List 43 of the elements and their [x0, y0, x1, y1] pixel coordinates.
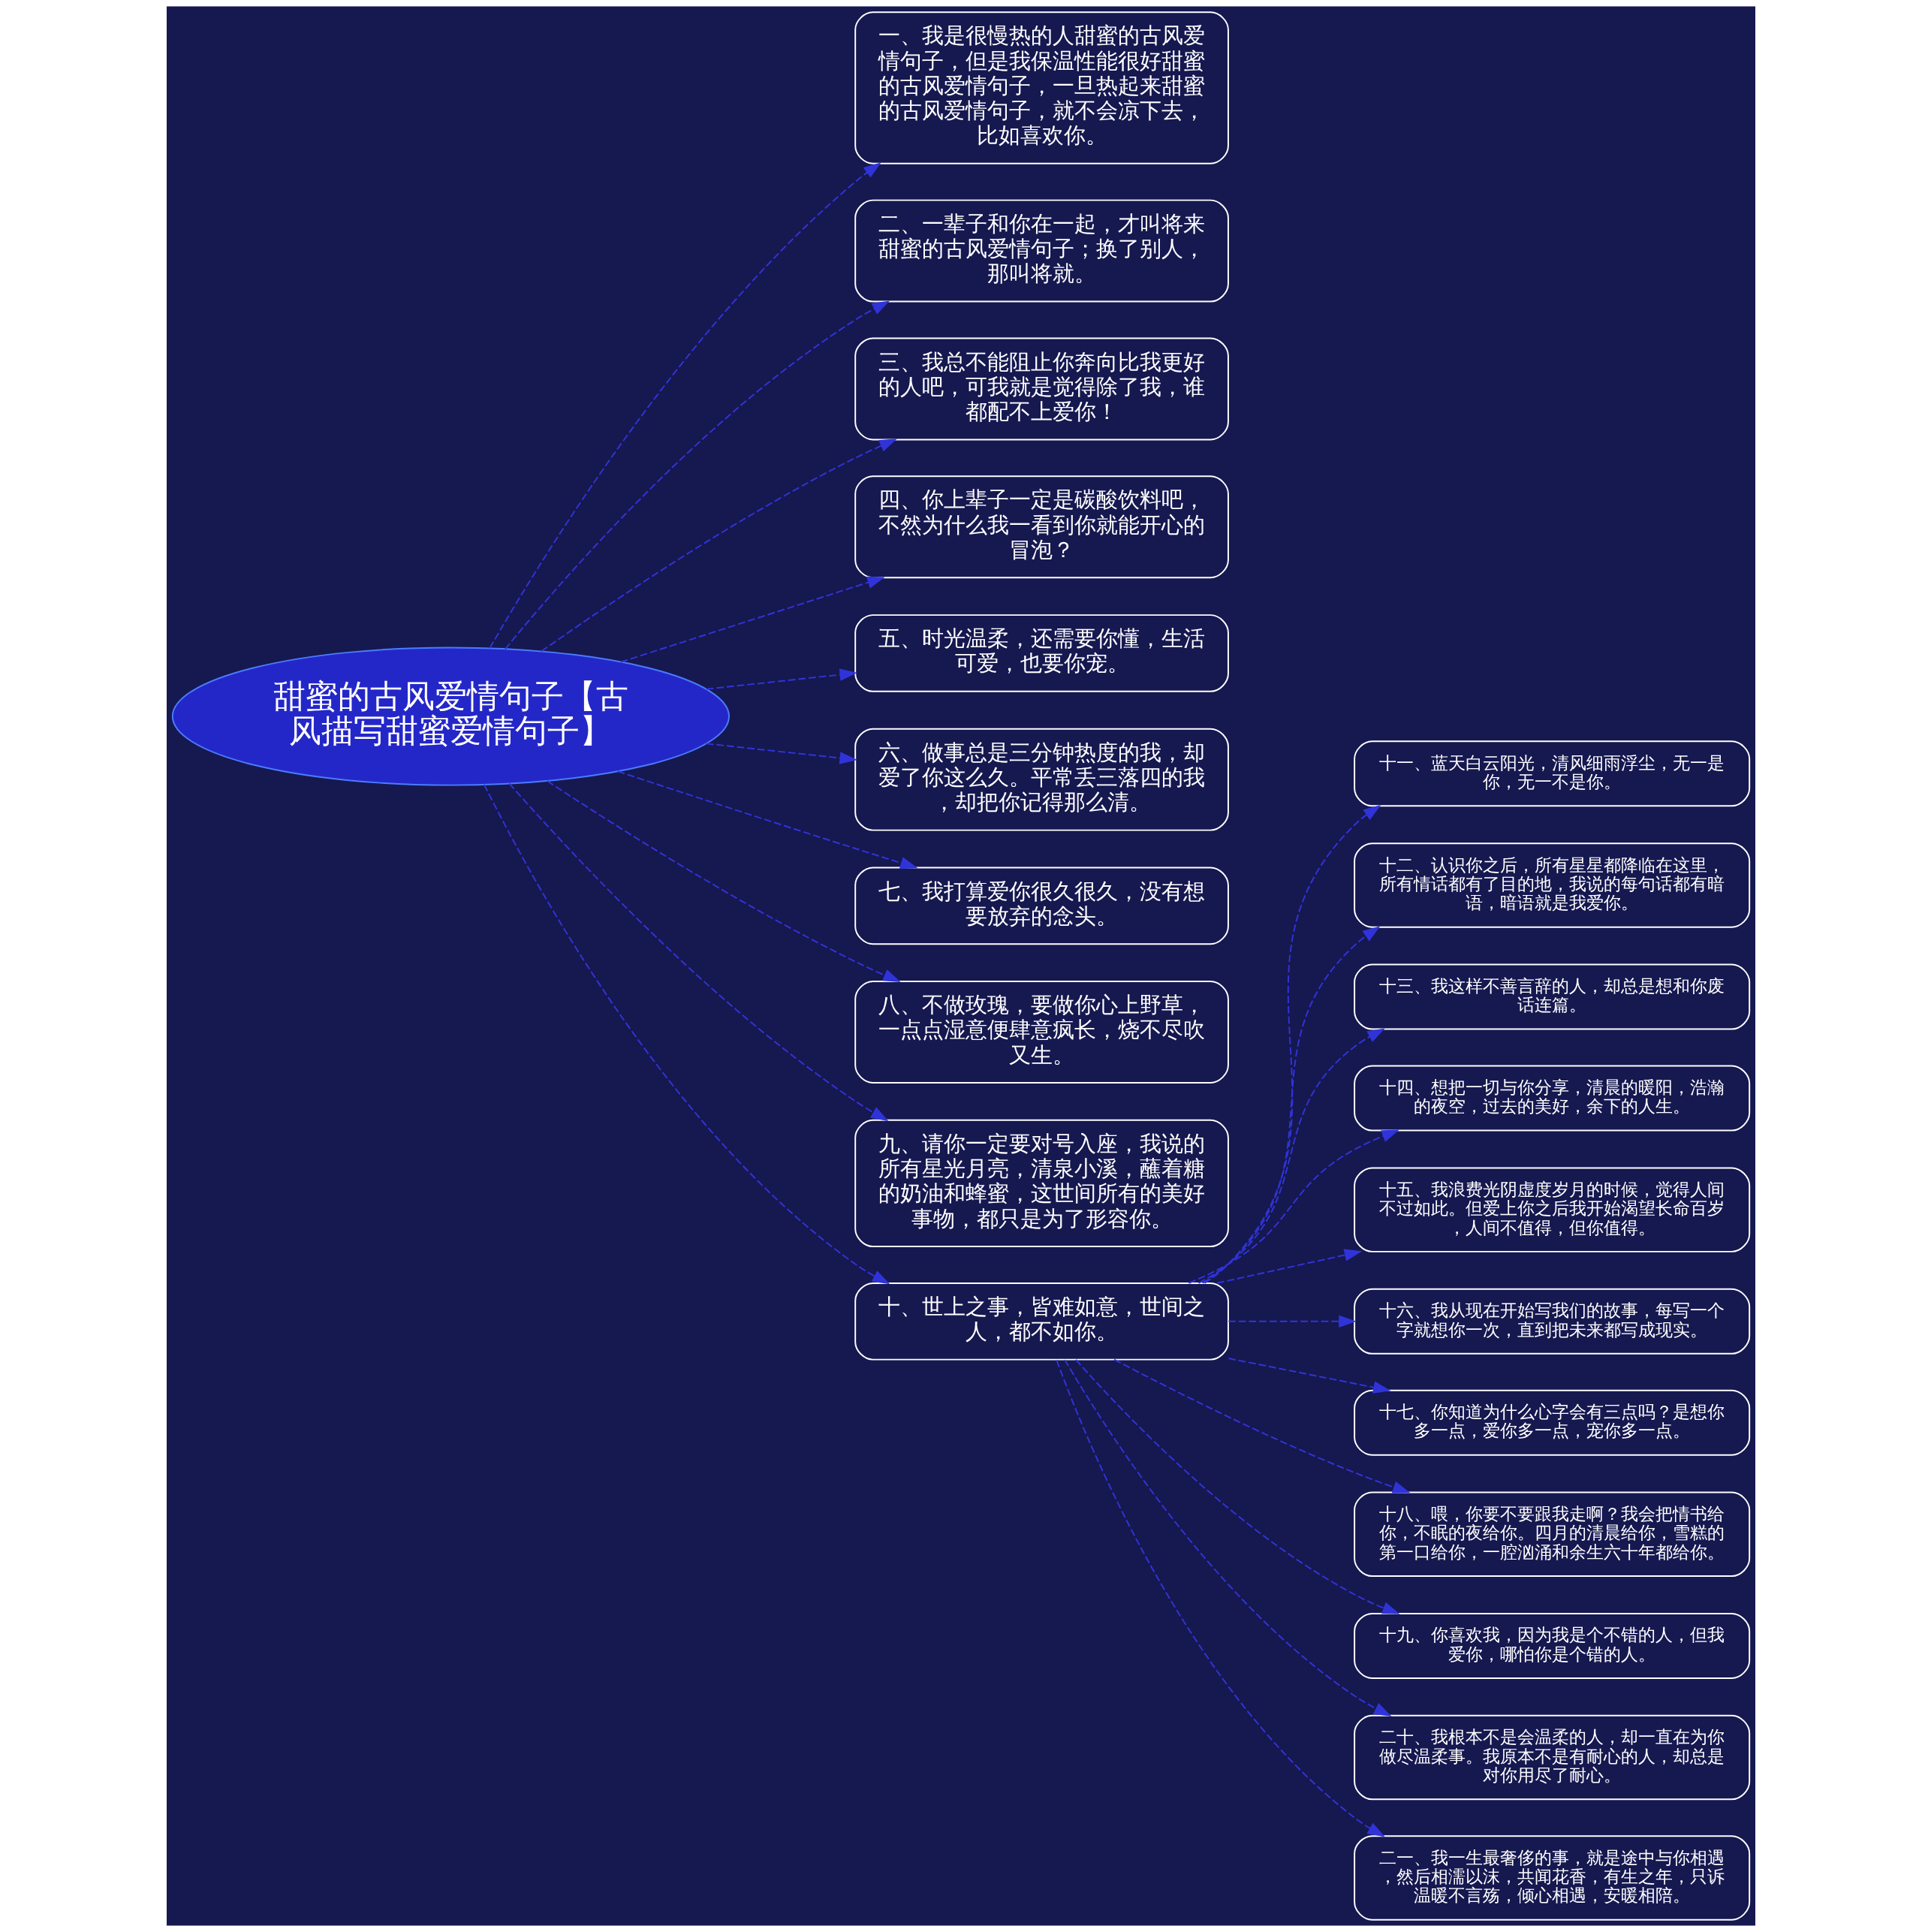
arrow [483, 783, 890, 1285]
node-box: 七、我打算爱你很久很久，没有想要放弃的念头。 [854, 867, 1229, 945]
arrow [1197, 1028, 1385, 1284]
node-box: 十二、认识你之后，所有星星都降临在这里，所有情话都有了目的地，我说的每句话都有暗语，暗语就是我爱你。 [1354, 842, 1751, 928]
arrow [1216, 1249, 1363, 1284]
arrow [705, 743, 857, 764]
node-box: 九、请你一定要对号入座，我说的所有星光月亮，清泉小溪，蘸着糖的奶油和蜂蜜，这世间所有的美好事物，都只是为了形容你。 [854, 1119, 1229, 1247]
node-box: 十六、我从现在开始写我们的故事，每写一个字就想你一次，直到把未来都写成现实。 [1354, 1288, 1751, 1355]
node-box: 八、不做玫瑰，要做你心上野草，一点点湿意便肆意疯长，烧不尽吹又生。 [854, 981, 1229, 1084]
node-box: 三、我总不能阻止你奔向比我更好的人吧，可我就是觉得除了我，谁都配不上爱你！ [854, 337, 1229, 441]
arrow [1113, 1358, 1411, 1493]
arrow [1228, 1358, 1391, 1394]
arrow [616, 770, 918, 870]
arrow [541, 439, 897, 653]
node-box: 五、时光温柔，还需要你懂，生活可爱，也要你宠。 [854, 614, 1229, 692]
arrow [504, 300, 890, 650]
node-box: 二、一辈子和你在一起，才叫将来甜蜜的古风爱情句子；换了别人，那叫将就。 [854, 199, 1229, 303]
node-box: 十三、我这样不善言辞的人，却总是想和你废话连篇。 [1354, 963, 1751, 1030]
arrow [1204, 804, 1381, 1284]
node-box: 六、做事总是三分钟热度的我，却爱了你这么久。平常丢三落四的我，却把你记得那么清。 [854, 728, 1229, 831]
arrow [1064, 1359, 1392, 1716]
node-box: 一、我是很慢热的人甜蜜的古风爱情句子，但是我保温性能很好甜蜜的古风爱情句子，一旦热起来甜蜜的古风爱情句子，就不会凉下去，比如喜欢你。 [854, 11, 1229, 164]
node-box: 十、世上之事，皆难如意，世间之人，都不如你。 [854, 1282, 1229, 1361]
arrow [1188, 1129, 1399, 1284]
node-box: 二十、我根本不是会温柔的人，却一直在为你做尽温柔事。我原本不是有耐心的人，却总是对你用尽了耐心。 [1354, 1714, 1751, 1801]
node-box: 四、你上辈子一定是碳酸饮料吧，不然为什么我一看到你就能开心的冒泡？ [854, 475, 1229, 579]
arrow [1056, 1359, 1385, 1837]
arrow [546, 780, 901, 982]
node-box: 十七、你知道为什么心字会有三点吗？是想你多一点，爱你多一点，宠你多一点。 [1354, 1389, 1751, 1456]
node-box: 十五、我浪费光阴虚度岁月的时候，觉得人间不过如此。但爱上你之后我开始渴望长命百岁，人间不值得，但你值得。 [1354, 1167, 1751, 1252]
arrow [508, 782, 889, 1122]
node-box: 十四、想把一切与你分享，清晨的暖阳，浩瀚的夜空，过去的美好，余下的人生。 [1354, 1065, 1751, 1132]
arrow [705, 668, 857, 690]
arrow [619, 576, 885, 663]
node-box: 十八、喂，你要不要跟我走啊？我会把情书给你，不眠的夜给你。四月的清晨给你，雪糕的第一口给你，一腔汹涌和余生六十年都给你。 [1354, 1491, 1751, 1578]
node-box: 十九、你喜欢我，因为我是个不错的人，但我爱你，哪怕你是个错的人。 [1354, 1612, 1751, 1679]
arrow [1201, 926, 1381, 1284]
arrow [1228, 1315, 1357, 1328]
node-box: 二一、我一生最奢侈的事，就是途中与你相遇，然后相濡以沫，共闻花香，有生之年，只诉温暖不言殇，倾心相遇，安暖相陪。 [1354, 1835, 1751, 1921]
arrow [489, 162, 881, 650]
node-box: 十一、蓝天白云阳光，清风细雨浮尘，无一是你，无一不是你。 [1354, 740, 1751, 807]
node-ellipse: 甜蜜的古风爱情句子【古风描写甜蜜爱情句子】 [171, 647, 730, 786]
arrow [1075, 1358, 1400, 1614]
